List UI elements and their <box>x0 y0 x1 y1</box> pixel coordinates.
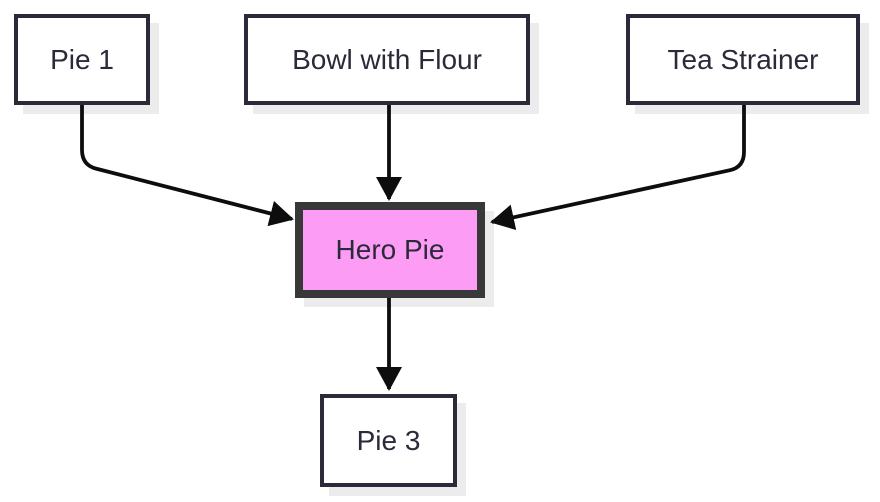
node-hero-pie-label: Hero Pie <box>335 234 445 265</box>
node-bowl-with-flour: Bowl with Flour <box>244 14 530 105</box>
node-tea-strainer: Tea Strainer <box>626 14 860 105</box>
node-hero-pie: Hero Pie <box>295 202 485 298</box>
node-pie3-label: Pie 3 <box>356 424 421 456</box>
node-bowl-with-flour-label: Bowl with Flour <box>292 43 482 75</box>
edge-tea-strainer-to-hero-pie <box>490 105 746 231</box>
node-pie3: Pie 3 <box>320 394 457 487</box>
edge-pie1-to-hero-pie <box>80 105 294 227</box>
node-pie1-label: Pie 1 <box>50 43 114 75</box>
node-pie1: Pie 1 <box>14 14 150 105</box>
node-tea-strainer-label: Tea Strainer <box>667 43 819 75</box>
